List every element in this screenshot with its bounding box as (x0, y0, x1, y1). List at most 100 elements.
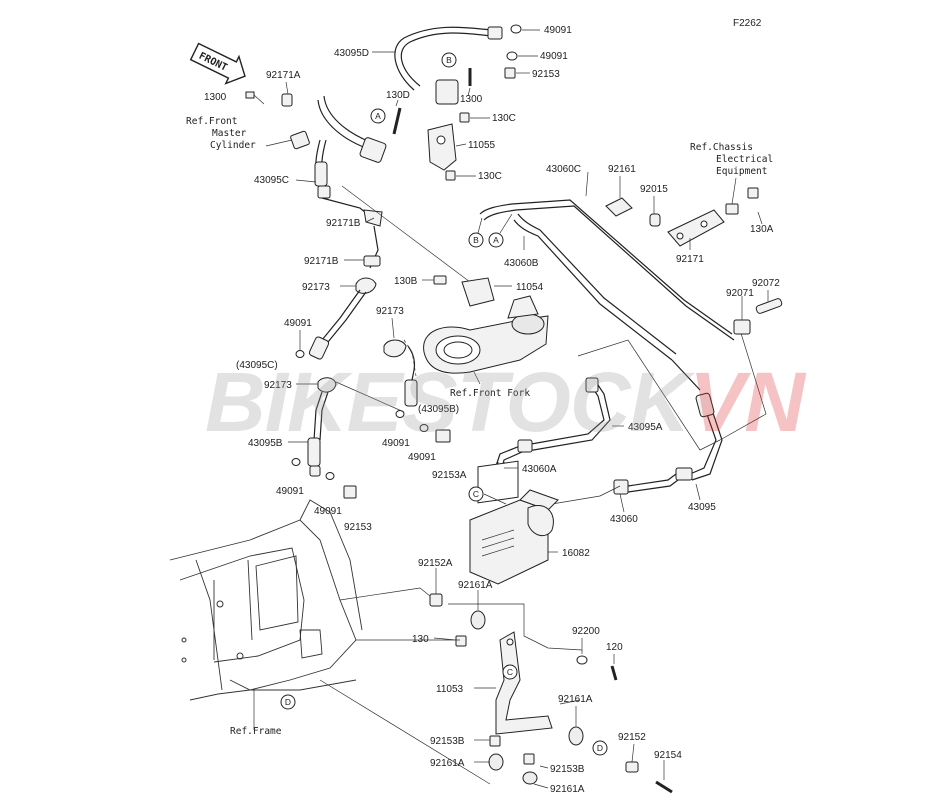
label-49091: 49091 (276, 486, 304, 497)
label-92153B: 92153B (430, 736, 465, 747)
label-92171A: 92171A (266, 70, 301, 81)
label-43060B: 43060B (504, 258, 539, 269)
master-cylinder-fitting (290, 130, 331, 199)
damper-92071 (733, 319, 751, 335)
bracket-92171 (667, 187, 759, 247)
svg-text:A: A (493, 235, 499, 245)
svg-text:Ref.Chassis: Ref.Chassis (690, 142, 753, 153)
svg-text:Cylinder: Cylinder (210, 140, 256, 151)
label-92161A: 92161A (458, 580, 493, 591)
label-43095C: 43095C (254, 175, 289, 186)
label-92153B: 92153B (550, 764, 585, 775)
brake-line-43060 (613, 473, 679, 495)
label-130: 130 (412, 634, 429, 645)
part-labels: 49091 43095D 49091 92153 92171A 130D 130… (204, 25, 780, 795)
callout-A-upper: A (370, 108, 386, 124)
label-130B: 130B (394, 276, 418, 287)
label-49091: 49091 (382, 438, 410, 449)
ref-front-master-cylinder: Ref.Front Master Cylinder (186, 116, 256, 151)
front-fork-bracket (423, 275, 549, 374)
callout-D-right: D (592, 740, 608, 756)
grommet-92015 (649, 213, 661, 227)
svg-text:Electrical: Electrical (716, 154, 773, 165)
label-92171: 92171 (676, 254, 704, 265)
callout-A-middle: A (488, 232, 504, 248)
label-43095B-ref: (43095B) (418, 404, 459, 415)
callout-D-left: D (280, 694, 296, 710)
svg-text:B: B (473, 235, 479, 245)
brake-hose-43095C-assembly (291, 197, 451, 499)
bolt-130D (392, 107, 402, 135)
ref-front-fork: Ref.Front Fork (450, 388, 530, 399)
label-11053: 11053 (436, 684, 464, 695)
label-1300: 1300 (204, 92, 227, 103)
label-92153A: 92153A (432, 470, 467, 481)
washer-49091-a (510, 24, 522, 34)
svg-text:Master: Master (212, 128, 247, 139)
svg-text:D: D (285, 697, 291, 707)
clamp-92171A (281, 93, 293, 107)
svg-text:C: C (507, 667, 513, 677)
label-43095C-ref: (43095C) (236, 360, 278, 371)
svg-text:D: D (597, 743, 603, 753)
bolt-130C-a (459, 112, 470, 123)
brake-hose-43095A (495, 377, 611, 469)
label-43095A: 43095A (628, 422, 663, 433)
washer-49091-b (506, 51, 518, 61)
label-130D: 130D (386, 90, 410, 101)
brake-line-43060B (513, 213, 701, 391)
svg-text:Equipment: Equipment (716, 166, 767, 177)
label-92161A: 92161A (558, 694, 593, 705)
label-16082: 16082 (562, 548, 590, 559)
label-49091: 49091 (284, 318, 312, 329)
ref-chassis-electrical: Ref.Chassis Electrical Equipment (690, 142, 773, 177)
figure-code: F2262 (733, 18, 762, 29)
frame-outline (169, 499, 363, 701)
label-92200: 92200 (572, 626, 600, 637)
label-120: 120 (606, 642, 623, 653)
label-92153: 92153 (532, 69, 560, 80)
svg-text:Ref.Front: Ref.Front (186, 116, 237, 127)
label-49091: 49091 (314, 506, 342, 517)
label-43060C: 43060C (546, 164, 581, 175)
label-92072: 92072 (752, 278, 780, 289)
small-hardware-bottom (429, 593, 673, 794)
label-92173: 92173 (302, 282, 330, 293)
abs-bracket-11053 (495, 631, 553, 735)
label-130C: 130C (478, 171, 502, 182)
label-92015: 92015 (640, 184, 668, 195)
abs-unit-16082 (469, 460, 559, 585)
svg-text:B: B (446, 55, 452, 65)
label-92152: 92152 (618, 732, 646, 743)
label-43060: 43060 (610, 514, 638, 525)
label-1300: 1300 (460, 94, 483, 105)
label-92171B: 92171B (304, 256, 339, 267)
callout-B-upper: B (441, 52, 457, 68)
svg-text:C: C (473, 489, 479, 499)
label-11055: 11055 (468, 140, 496, 151)
clip-92072 (755, 298, 783, 314)
brake-hose-43095 (675, 392, 723, 481)
bolt-130C-b (445, 170, 456, 181)
front-arrow-icon: FRONT (189, 42, 246, 85)
svg-text:A: A (375, 111, 381, 121)
label-92152A: 92152A (418, 558, 453, 569)
label-92161A: 92161A (430, 758, 465, 769)
ref-frame: Ref.Frame (230, 726, 282, 737)
clamp-92161 (605, 197, 633, 217)
label-49091: 49091 (544, 25, 572, 36)
label-92171B: 92171B (326, 218, 361, 229)
label-11054: 11054 (516, 282, 544, 293)
joint-block-11055 (359, 79, 459, 171)
label-92173: 92173 (264, 380, 292, 391)
label-43095B: 43095B (248, 438, 283, 449)
callout-C-top: C (468, 486, 484, 502)
callout-B-middle: B (468, 232, 484, 248)
label-92173: 92173 (376, 306, 404, 317)
label-43095: 43095 (688, 502, 716, 513)
bolt-92153-a (504, 67, 516, 79)
label-43095D: 43095D (334, 48, 369, 59)
leader-lines (285, 29, 769, 789)
